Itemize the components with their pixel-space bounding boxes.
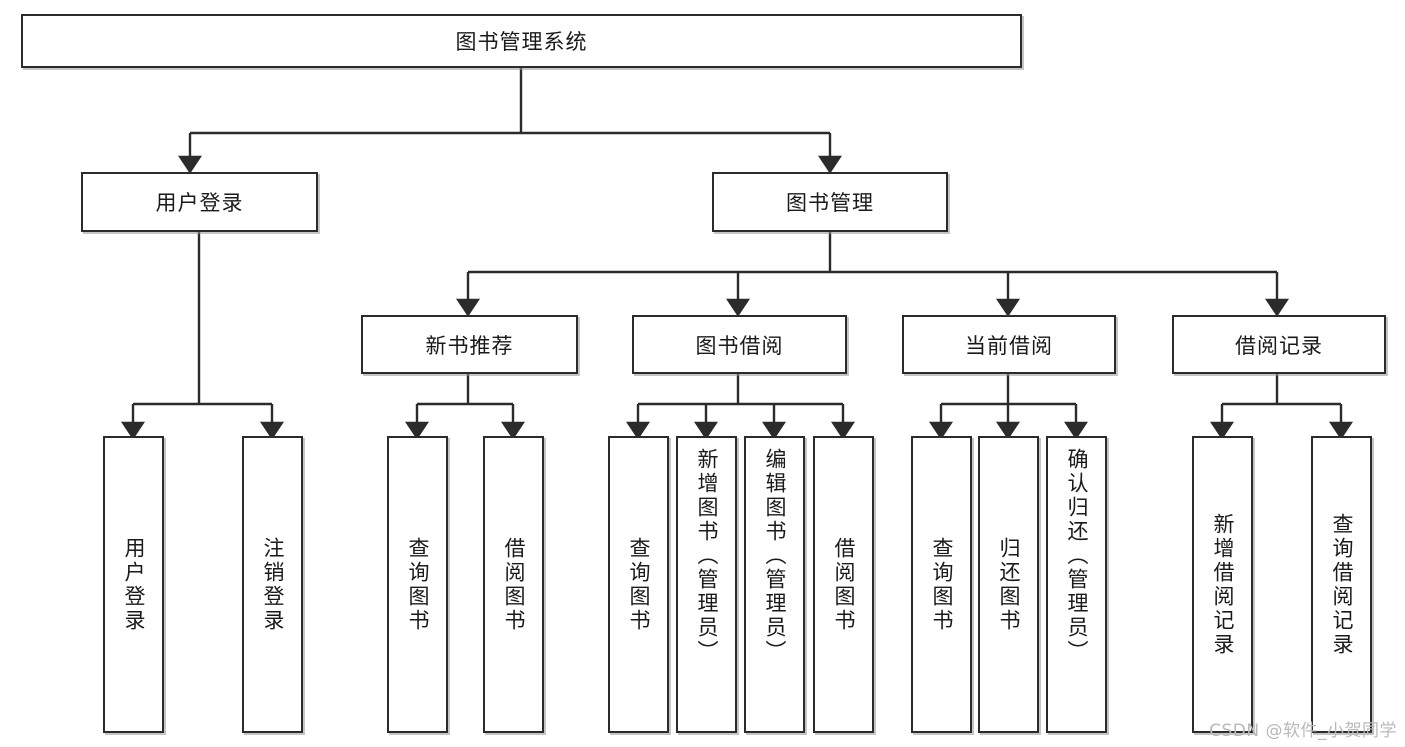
node-book-manage[interactable]: 图书管理 bbox=[712, 172, 948, 232]
node-root[interactable]: 图书管理系统 bbox=[21, 14, 1022, 68]
leaf-add-record-label: 新增借阅记录 bbox=[1211, 512, 1235, 657]
leaf-add-book-label: 新增图书（管理员） bbox=[695, 448, 719, 664]
leaf-borrow-book-1-label: 借阅图书 bbox=[502, 536, 526, 633]
leaf-return-book[interactable]: 归还图书 bbox=[978, 436, 1039, 733]
node-new-book-recommend-label: 新书推荐 bbox=[425, 333, 514, 358]
leaf-query-book-3[interactable]: 查询图书 bbox=[911, 436, 972, 733]
node-borrow-record[interactable]: 借阅记录 bbox=[1172, 315, 1386, 374]
leaf-logout[interactable]: 注销登录 bbox=[242, 436, 303, 733]
leaf-add-book[interactable]: 新增图书（管理员） bbox=[676, 436, 737, 733]
leaf-user-login-label: 用户登录 bbox=[122, 536, 146, 633]
node-new-book-recommend[interactable]: 新书推荐 bbox=[361, 315, 578, 374]
leaf-query-record[interactable]: 查询借阅记录 bbox=[1311, 436, 1372, 733]
leaf-confirm-return-label: 确认归还（管理员） bbox=[1065, 448, 1089, 664]
leaf-query-book-1[interactable]: 查询图书 bbox=[387, 436, 448, 733]
leaf-edit-book-label: 编辑图书（管理员） bbox=[763, 448, 787, 664]
node-user-login-label: 用户登录 bbox=[155, 191, 244, 215]
leaf-query-book-2[interactable]: 查询图书 bbox=[608, 436, 669, 733]
leaf-query-record-label: 查询借阅记录 bbox=[1330, 512, 1354, 657]
leaf-return-book-label: 归还图书 bbox=[997, 536, 1021, 633]
leaf-borrow-book-2[interactable]: 借阅图书 bbox=[813, 436, 874, 733]
csdn-watermark: CSDN @软件_小贺同学 bbox=[1209, 721, 1397, 741]
node-book-manage-label: 图书管理 bbox=[786, 191, 874, 215]
node-current-borrow[interactable]: 当前借阅 bbox=[902, 315, 1116, 374]
leaf-confirm-return[interactable]: 确认归还（管理员） bbox=[1046, 436, 1107, 733]
leaf-query-book-2-label: 查询图书 bbox=[627, 536, 651, 633]
node-user-login[interactable]: 用户登录 bbox=[81, 172, 318, 232]
leaf-query-book-1-label: 查询图书 bbox=[406, 536, 430, 633]
node-current-borrow-label: 当前借阅 bbox=[965, 333, 1053, 358]
leaf-borrow-book-1[interactable]: 借阅图书 bbox=[483, 436, 544, 733]
leaf-logout-label: 注销登录 bbox=[261, 536, 285, 633]
node-root-label: 图书管理系统 bbox=[455, 30, 588, 54]
node-book-borrow-label: 图书借阅 bbox=[695, 333, 784, 358]
leaf-add-record[interactable]: 新增借阅记录 bbox=[1192, 436, 1253, 733]
leaf-query-book-3-label: 查询图书 bbox=[930, 536, 954, 633]
leaf-borrow-book-2-label: 借阅图书 bbox=[832, 536, 856, 633]
node-book-borrow[interactable]: 图书借阅 bbox=[632, 315, 847, 374]
leaf-edit-book[interactable]: 编辑图书（管理员） bbox=[744, 436, 805, 733]
node-borrow-record-label: 借阅记录 bbox=[1235, 333, 1323, 358]
leaf-user-login[interactable]: 用户登录 bbox=[103, 436, 164, 733]
